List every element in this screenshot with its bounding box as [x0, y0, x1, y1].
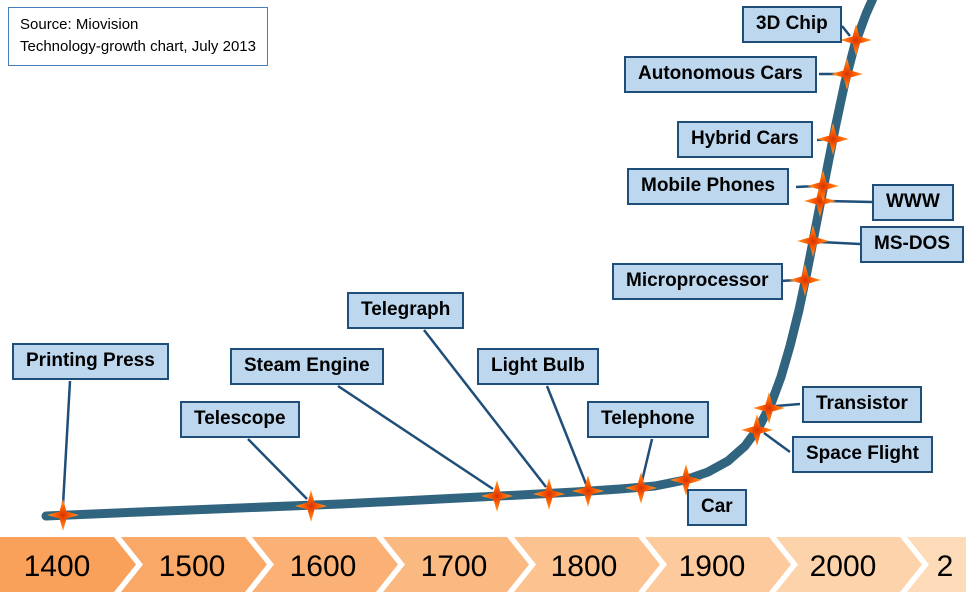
milestone-star-icon: [831, 58, 863, 90]
timeline-segment: [645, 537, 791, 592]
milestone-star-icon: [804, 185, 836, 217]
growth-curve: [41, 0, 878, 521]
timeline-year-label: 1400: [24, 550, 91, 583]
timeline-segment: [514, 537, 660, 592]
timeline-year-label: 1600: [290, 550, 357, 583]
timeline-year-label: 2: [937, 550, 954, 583]
milestone-star-icon: [817, 123, 849, 155]
milestone-connector: [640, 438, 654, 482]
milestone-star-icon: [572, 475, 604, 507]
milestone-star-icon: [807, 170, 839, 202]
milestone-connector: [775, 402, 801, 408]
milestone-connector: [61, 380, 72, 506]
milestone-connector: [247, 438, 308, 500]
milestone-connector: [337, 384, 494, 491]
timeline-segment: [0, 537, 136, 592]
milestone-star-icon: [840, 24, 872, 56]
milestone-star-icon: [481, 480, 513, 512]
milestone-star-icon: [741, 414, 773, 446]
source-line-1: Source: Miovision: [20, 16, 139, 33]
timeline-segment: [776, 537, 922, 592]
milestone-connector: [545, 385, 588, 485]
milestone-star-icon: [533, 478, 565, 510]
timeline-year-label: 1900: [679, 550, 746, 583]
timeline-segment: [252, 537, 398, 592]
milestone-star-icon: [789, 264, 821, 296]
source-line-2: Technology-growth chart, July 2013: [20, 37, 256, 55]
timeline-segment: [383, 537, 529, 592]
milestone-connector: [841, 25, 851, 37]
timeline-year-label: 1500: [159, 550, 226, 583]
timeline-year-label: 1800: [551, 550, 618, 583]
source-box: Source: Miovision Technology-growth char…: [8, 7, 268, 66]
timeline-year-label: 2000: [810, 550, 877, 583]
milestone-star-icon: [797, 225, 829, 257]
milestone-connector: [763, 431, 791, 454]
milestone-star-icon: [625, 472, 657, 504]
milestone-connector: [819, 240, 861, 246]
timeline-segment: [907, 537, 966, 592]
milestone-star-icon: [295, 490, 327, 522]
timeline-year-label: 1700: [421, 550, 488, 583]
timeline-segment: [121, 537, 267, 592]
milestone-star-icon: [670, 464, 702, 496]
milestone-star-icon: [753, 392, 785, 424]
milestone-connector: [423, 329, 547, 488]
milestone-star-icon: [47, 499, 79, 531]
